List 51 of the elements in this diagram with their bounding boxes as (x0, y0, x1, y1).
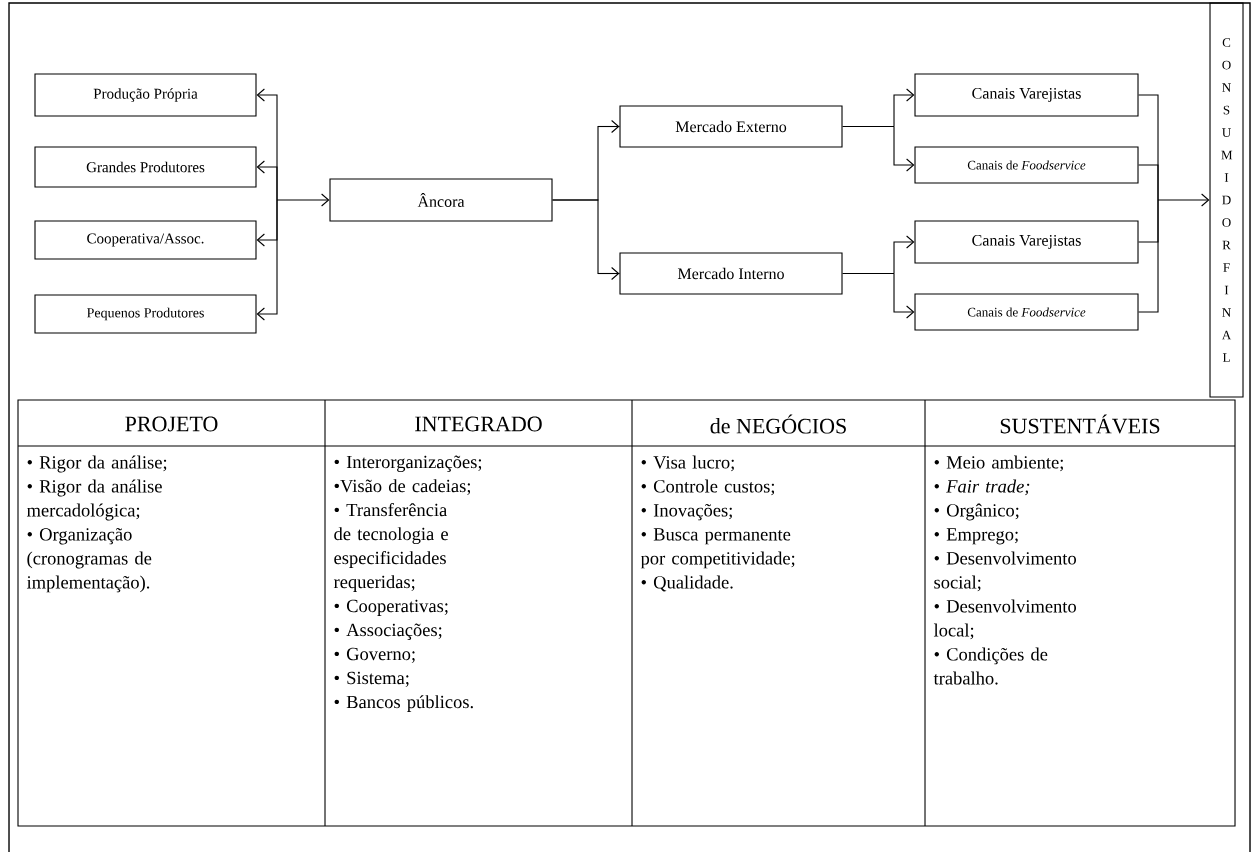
list-item: • Rigor da análise mercadológica; (26, 479, 162, 521)
source-box: Produção Própria (34, 73, 257, 117)
connector-arrow (893, 125, 915, 172)
connector-arrow (893, 88, 915, 128)
source-box: Pequenos Produtores (34, 294, 257, 334)
column-header: SUSTENTÁVEIS (1000, 414, 1160, 434)
list-item: • Cooperativas; (334, 599, 448, 616)
connector-arrow (256, 199, 278, 321)
list-item: • Inovações; (641, 503, 732, 521)
connector-line (276, 193, 330, 207)
list-item: • Governo; (334, 647, 415, 663)
list-item: • Condições de trabalho. (933, 647, 1048, 685)
list-item: • Busca permanente por competitividade; (640, 528, 795, 569)
consumer-box: CONSUMIDOR FINAL (1209, 2, 1244, 398)
market-box: Mercado Interno (619, 252, 843, 295)
process-box: Âncora (329, 178, 553, 222)
connector-line (1157, 193, 1210, 207)
channel-box: Canais Varejistas (914, 73, 1139, 117)
column-header: de NEGÓCIOS (710, 414, 846, 434)
list-item: • Desenvolvimento local; (933, 599, 1076, 640)
connector-line (842, 272, 895, 275)
list-item: • Meio ambiente; (934, 455, 1063, 472)
channel-box: Canais Varejistas (914, 220, 1139, 264)
connector-arrow (1138, 164, 1159, 201)
connector-line (842, 125, 895, 128)
list-item: • Desenvolvimento social; (934, 551, 1076, 592)
list-item: • Orgânico; (934, 503, 1019, 521)
list-item: • Transferência de tecnologia e especificidades requeridas; (333, 503, 448, 592)
column-header: PROJETO (125, 416, 218, 432)
channel-box: Canais de Foodservice (914, 293, 1139, 331)
list-item: • Sistema; (334, 671, 409, 687)
connector-arrow (552, 199, 620, 281)
list-item: • Associações; (334, 623, 442, 640)
connector-arrow (893, 235, 915, 275)
column-header: INTEGRADO (415, 416, 542, 432)
market-box: Mercado Externo (619, 105, 843, 148)
channel-box: Canais de Foodservice (914, 146, 1139, 184)
list-item: • Visa lucro; (641, 455, 734, 472)
list-item: •Visão de cadeias; (334, 479, 471, 495)
connector-arrow (893, 272, 915, 319)
list-item: • Organização (cronogramas de implementação). (26, 527, 152, 593)
list-item: • Emprego; (934, 528, 1018, 545)
source-box: Cooperativa/Assoc. (34, 220, 257, 260)
source-box: Grandes Produtores (34, 146, 257, 188)
list-item: • Fair trade; (934, 479, 1030, 496)
list-item: • Rigor da análise; (27, 455, 167, 473)
list-item: • Bancos públicos. (334, 695, 473, 712)
list-item: • Controle custos; (641, 479, 775, 496)
list-item: • Interorganizações; (334, 455, 482, 472)
list-item: • Qualidade. (641, 575, 733, 592)
connector-arrow (256, 160, 278, 201)
